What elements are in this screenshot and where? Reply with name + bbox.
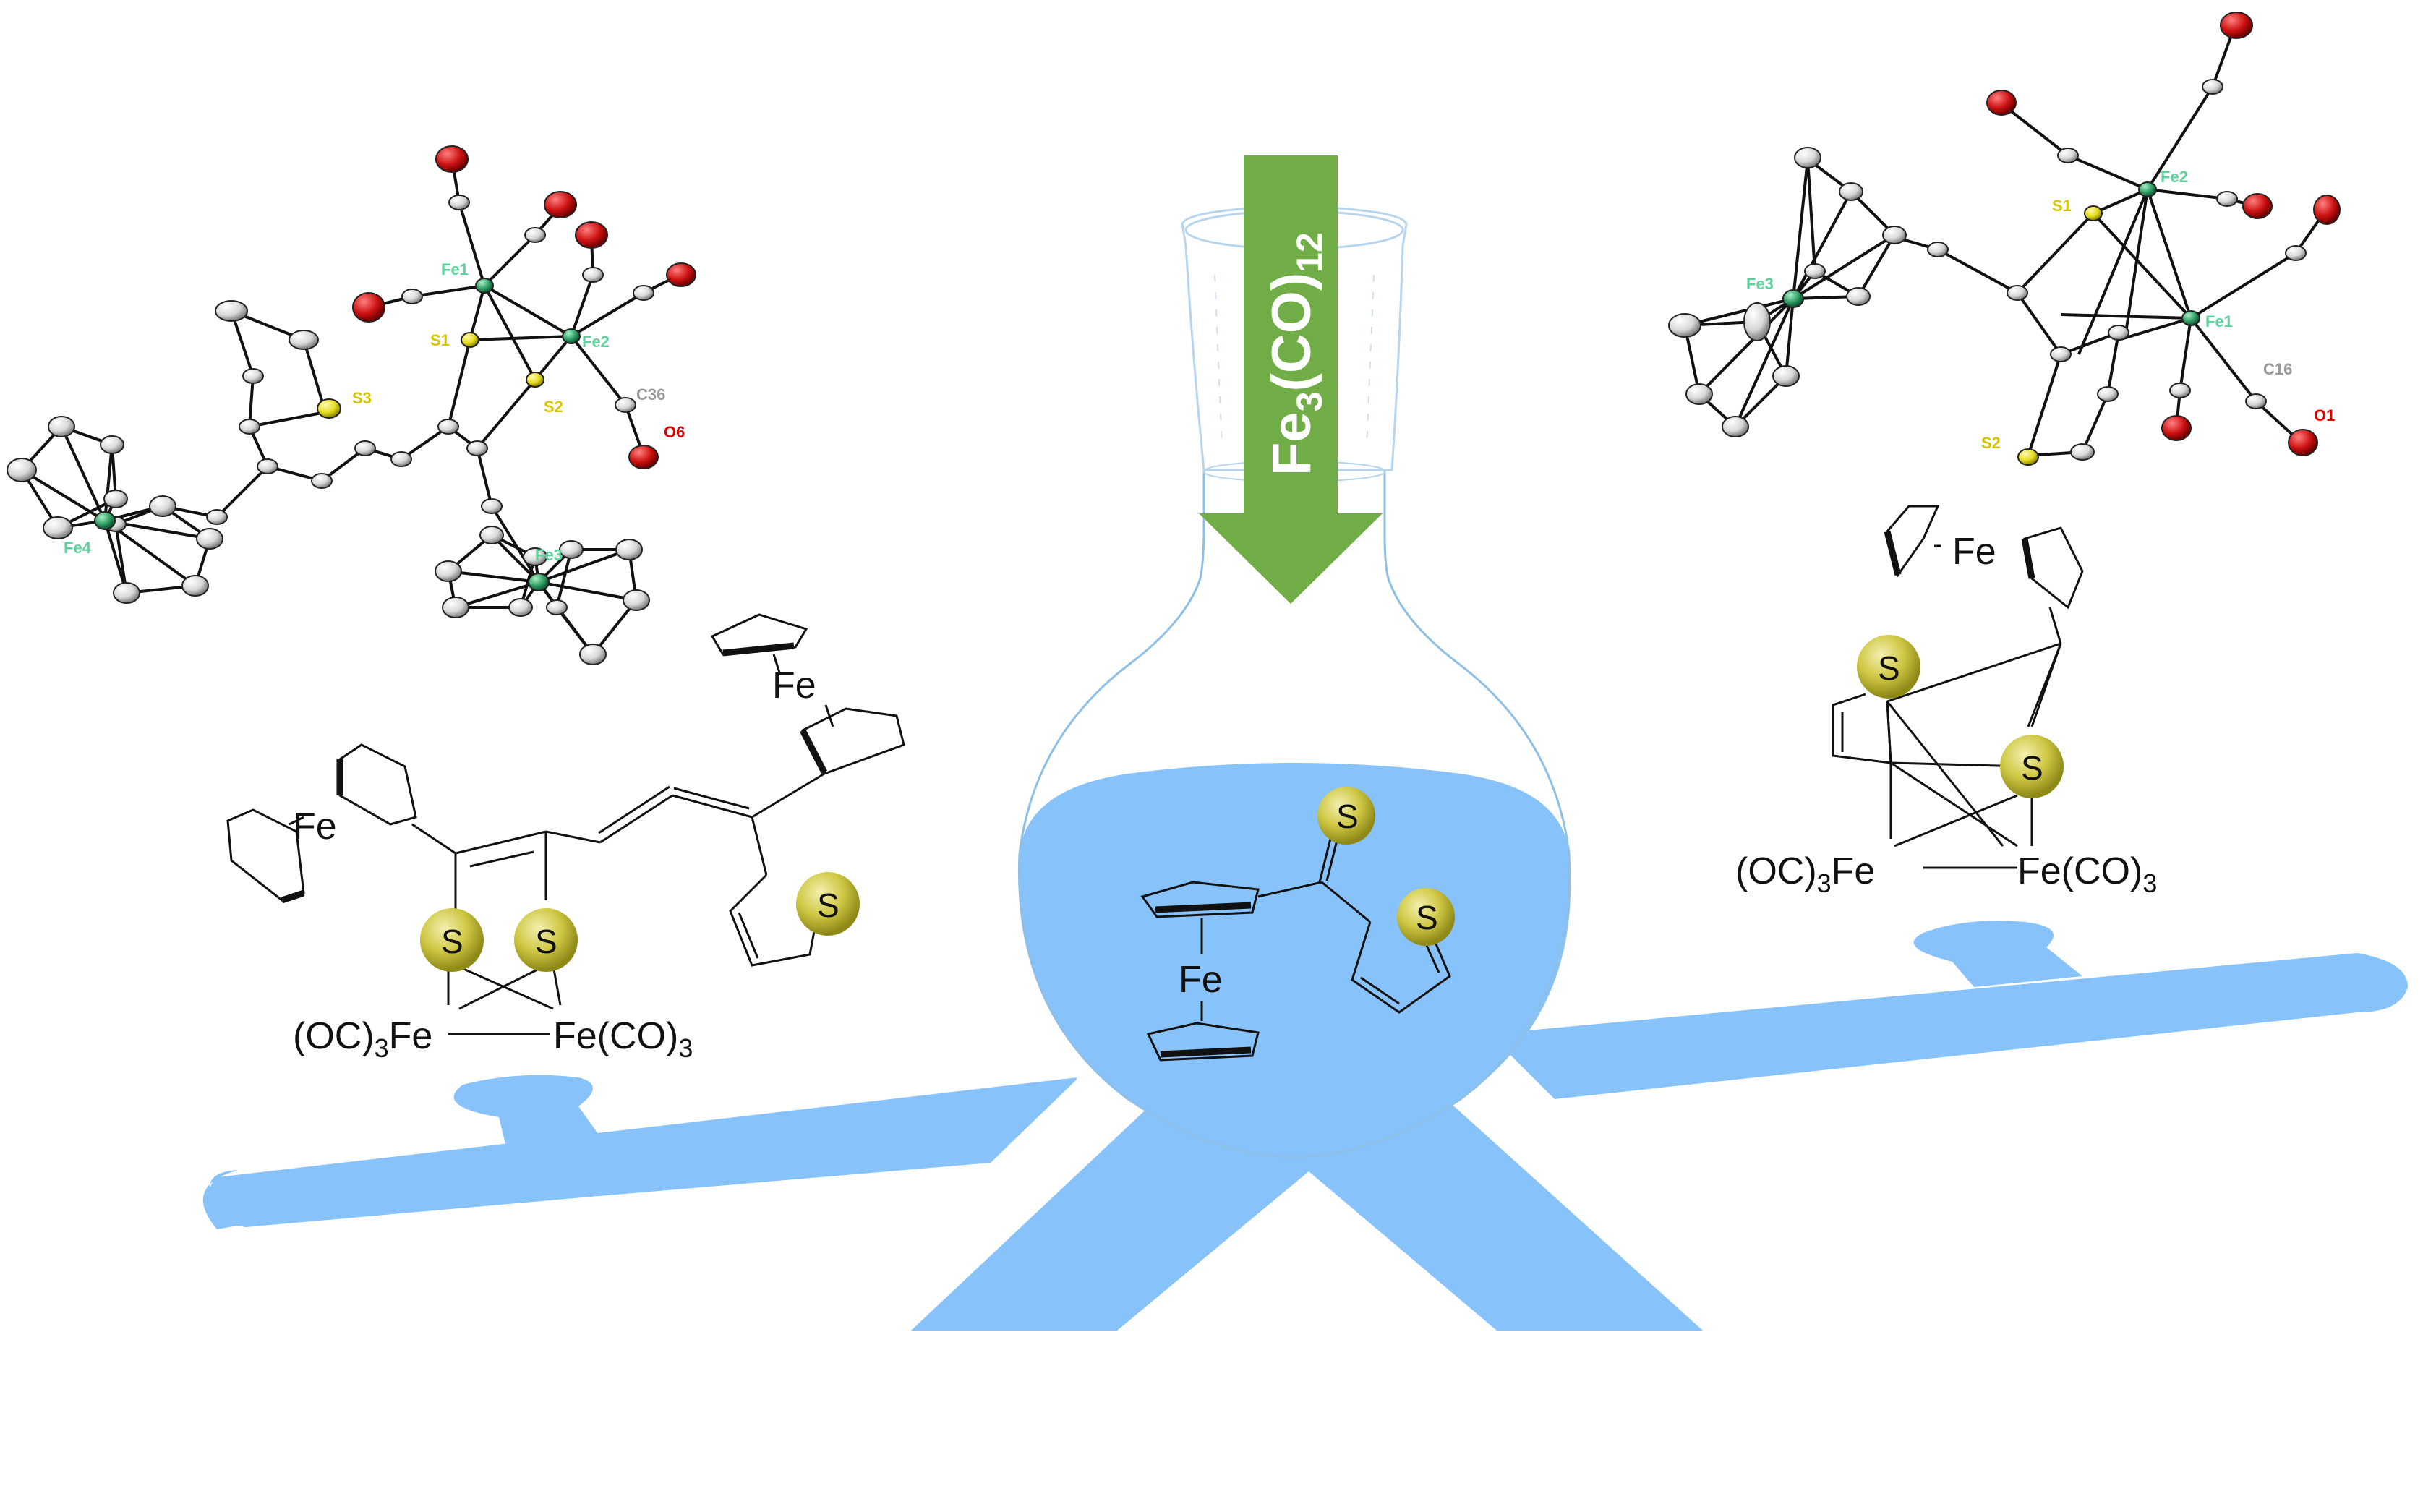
right-crystal-atoms (1668, 12, 2341, 466)
left-label-fe1: Fe1 (441, 260, 469, 278)
left-product (226, 613, 905, 1035)
right-cp-right (2023, 526, 2084, 610)
right-s-bridge-ball (2000, 735, 2064, 798)
left-s-ring-left-label: S (441, 923, 463, 960)
flask-neck-shading (1214, 274, 1375, 449)
reagent-arrow: Fe3(CO)12 (1199, 155, 1383, 604)
cp-ring-top-bold (1155, 902, 1252, 913)
flask-liquid (1019, 763, 1571, 1157)
cp-ring-bottom (1146, 1022, 1260, 1062)
left-s-ring-right-ball (514, 908, 578, 972)
left-label-fe4: Fe4 (64, 539, 92, 557)
left-s-thiophene-ball (796, 872, 860, 936)
left-s-ring-right-label: S (535, 923, 557, 960)
seesaw-right-beam (1490, 953, 2408, 1099)
right-label-fe2: Fe2 (2161, 168, 2188, 186)
left-label-s1: S1 (430, 331, 450, 349)
left-cp-upper (338, 743, 417, 826)
left-label-c36: C36 (636, 385, 665, 403)
left-top-cp1 (710, 613, 808, 656)
right-product (1832, 505, 2084, 869)
right-label-fe1: Fe1 (2205, 312, 2233, 330)
center-fe-label: Fe (1179, 959, 1223, 1001)
center-s-thiophene-label: S (1416, 899, 1438, 936)
center-molecule (1140, 837, 1451, 1062)
right-fe-ferrocene-label: Fe (1952, 531, 1996, 573)
right-label-fe3: Fe3 (1746, 275, 1774, 293)
seesaw-left-knob (453, 1075, 600, 1147)
flask-outline (1017, 470, 1571, 1158)
right-label-s1: S1 (2052, 197, 2072, 215)
left-label-fe3: Fe3 (535, 546, 563, 564)
center-s-thiophene-ball (1397, 888, 1455, 946)
seesaw-stand (911, 1041, 1703, 1331)
seesaw (202, 921, 2408, 1331)
right-label-o1: O1 (2314, 406, 2335, 424)
center-s-thione-ball (1317, 787, 1375, 845)
left-label-s2: S2 (544, 398, 563, 416)
left-fe-top-label: Fe (772, 665, 816, 706)
left-crystal-atoms (7, 145, 696, 665)
left-fe-co3-right: Fe(CO)3 (553, 1015, 693, 1063)
left-s-thiophene-label: S (817, 887, 839, 924)
right-crystal-structure: Fe1 Fe2 Fe3 S1 S2 C16 O1 (1668, 12, 2341, 466)
seesaw-left-beam-body (208, 1077, 1077, 1227)
right-s-thiophene-label: S (1878, 649, 1900, 687)
right-s-thiophene-ball (1857, 635, 1920, 699)
left-crystal-structure: Fe1 Fe2 Fe3 Fe4 S1 S2 S3 C36 O6 (7, 145, 696, 665)
left-fe-co3-left: (OC)3Fe (293, 1015, 432, 1063)
right-label-s2: S2 (1981, 434, 2001, 452)
right-label-c16: C16 (2263, 360, 2292, 378)
right-s-bridge-label: S (2021, 749, 2043, 787)
left-label-s3: S3 (352, 389, 372, 407)
arrow-shape (1199, 155, 1383, 604)
left-label-fe2: Fe2 (582, 333, 610, 351)
left-label-o6: O6 (664, 423, 685, 441)
right-fe-co3-left: (OC)3Fe (1735, 850, 1875, 898)
cp-ring-top (1140, 881, 1260, 918)
right-fe-co3-right: Fe(CO)3 (2017, 850, 2157, 898)
cp-ring-bottom-bold (1160, 1046, 1252, 1058)
center-s-thione-label: S (1336, 798, 1359, 835)
left-fe-ferrocene-label: Fe (293, 806, 337, 847)
center-thiophene-ring (1351, 921, 1451, 1014)
reagent-formula: Fe3(CO)12 (1261, 232, 1330, 476)
left-thiophene-ring (729, 874, 822, 967)
left-s-ring-left-ball (420, 908, 484, 972)
seesaw-right-knob (1913, 921, 2082, 987)
